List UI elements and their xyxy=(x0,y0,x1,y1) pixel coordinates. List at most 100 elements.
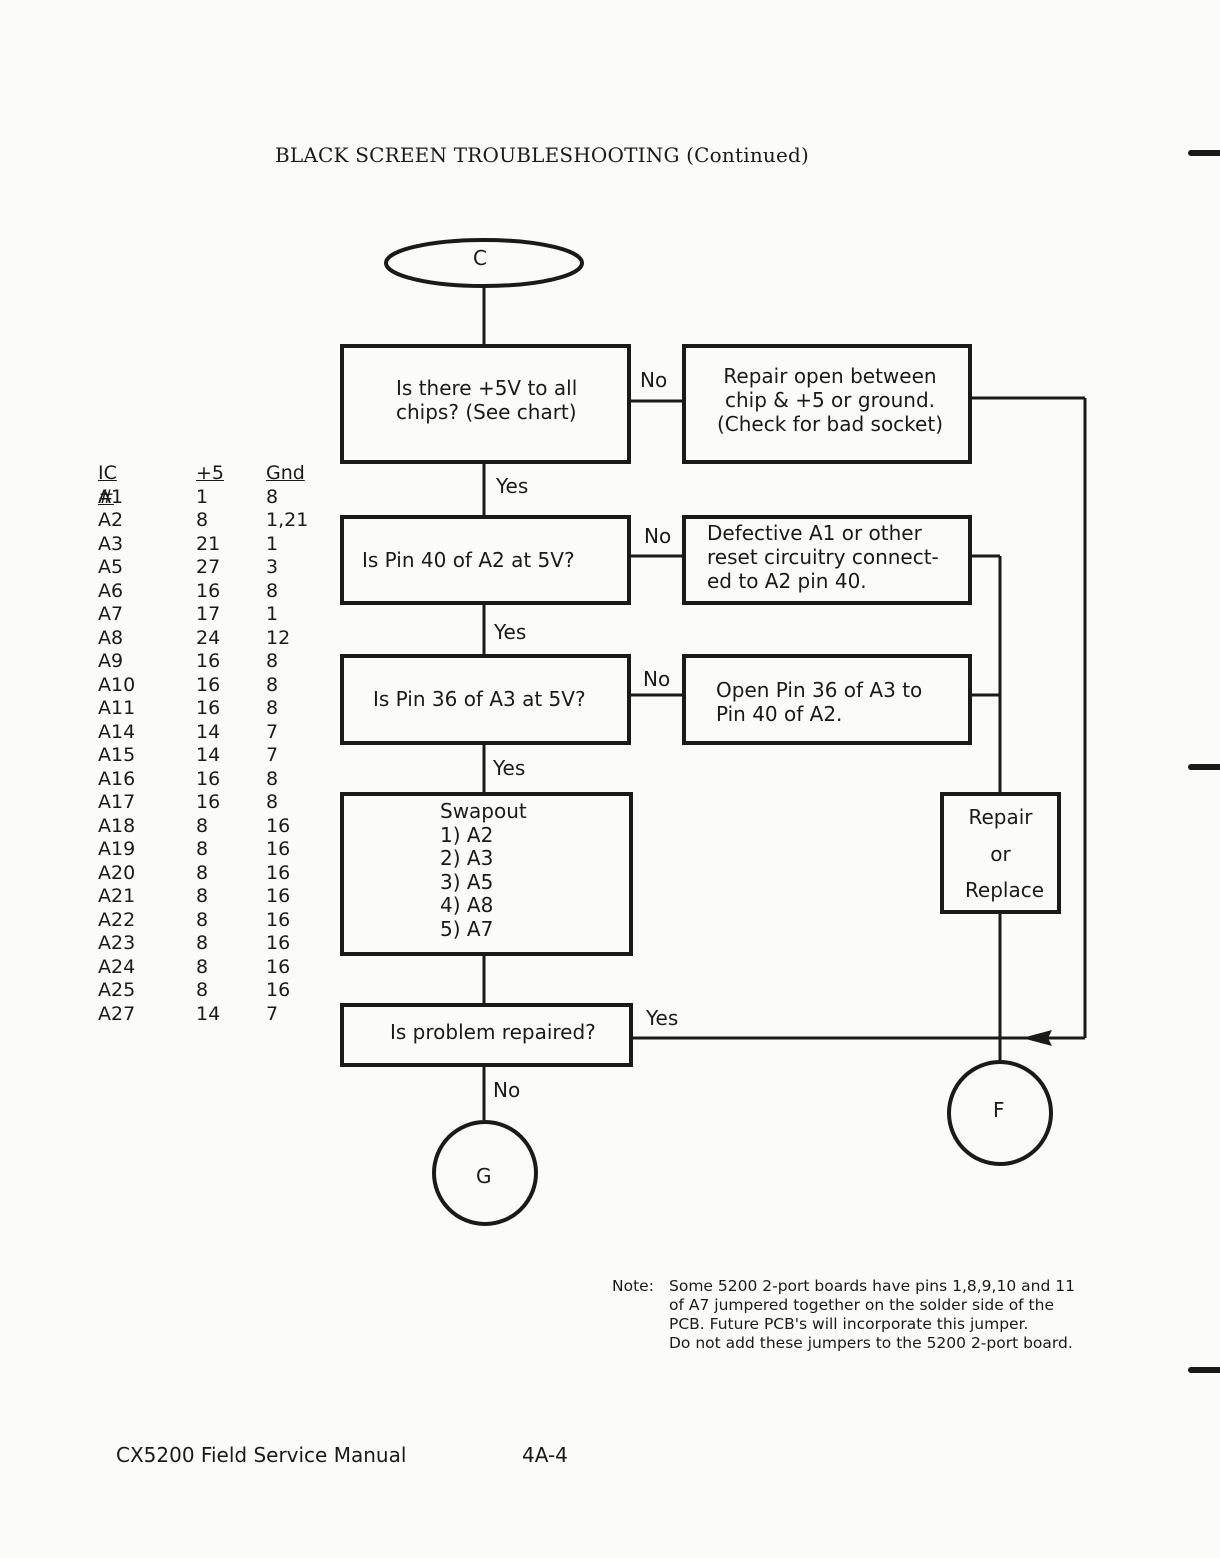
action-repair-open: Repair open between chip & +5 or ground.… xyxy=(682,344,972,464)
decision-q3-text: Is Pin 36 of A3 at 5V? xyxy=(373,687,586,711)
gnd-cell: 16 xyxy=(266,814,291,837)
plus5-cell: 16 xyxy=(196,767,221,790)
gnd-cell: 8 xyxy=(266,650,279,672)
gnd-cell: 7 xyxy=(266,1002,279,1025)
plus5-cell: 16 xyxy=(196,650,221,672)
repair-line: Repair xyxy=(968,805,1033,829)
plus5-cell: 8 xyxy=(196,861,209,884)
gnd-cell: 16 xyxy=(266,838,291,860)
plus5-cell: 8 xyxy=(196,509,209,531)
plus5-cell: 8 xyxy=(196,908,209,931)
gnd-cell: 8 xyxy=(266,767,279,790)
page-number: 4A-4 xyxy=(522,1443,568,1467)
gnd-cell: 3 xyxy=(266,556,279,578)
ic-cell: A7 xyxy=(98,603,124,625)
gnd-cell: 16 xyxy=(266,932,291,954)
arrowhead xyxy=(1022,1030,1052,1046)
plus5-cell: 24 xyxy=(196,626,221,649)
note-text: Some 5200 2-port boards have pins 1,8,9,… xyxy=(669,1277,1075,1352)
plus5-cell: 14 xyxy=(196,744,221,766)
action-defective-a1: Defective A1 or other reset circuitry co… xyxy=(682,515,972,605)
connector-f-label: F xyxy=(993,1098,1005,1122)
q3-no-label: No xyxy=(643,667,671,691)
decision-q2-text: Is Pin 40 of A2 at 5V? xyxy=(362,548,575,572)
gnd-column-header: Gnd xyxy=(266,462,305,484)
ic-cell: A3 xyxy=(98,532,124,555)
ic-cell: A17 xyxy=(98,791,136,813)
plus5-column-header: +5 xyxy=(196,462,225,484)
q3-yes-label: Yes xyxy=(493,756,526,780)
gnd-cell: 8 xyxy=(266,673,279,696)
gnd-cell: 12 xyxy=(266,626,291,649)
gnd-cell: 8 xyxy=(266,579,279,602)
page-title: BLACK SCREEN TROUBLESHOOTING (Continued) xyxy=(275,143,810,167)
gnd-cell: 1 xyxy=(266,532,279,555)
ic-cell: A8 xyxy=(98,626,124,649)
binder-tab-mark xyxy=(1188,150,1220,156)
gnd-cell: 1,21 xyxy=(266,509,309,531)
start-label: C xyxy=(473,246,487,270)
footer-manual-title: CX5200 Field Service Manual xyxy=(116,1443,407,1467)
decision-q1-text: Is there +5V to all chips? (See chart) xyxy=(396,376,578,424)
ic-cell: A21 xyxy=(98,885,136,907)
swapout-box: Swapout 1) A2 2) A3 3) A5 4) A8 5) A7 xyxy=(340,792,633,956)
gnd-cell: 16 xyxy=(266,979,291,1001)
ic-cell: A18 xyxy=(98,814,136,837)
ic-column-header: IC # xyxy=(98,462,117,508)
binder-tab-mark xyxy=(1188,1367,1220,1373)
decision-q4-text: Is problem repaired? xyxy=(390,1020,596,1044)
decision-q1: Is there +5V to all chips? (See chart) xyxy=(340,344,631,464)
ic-cell: A20 xyxy=(98,861,136,884)
repair-or-replace-box: Repair or Replace xyxy=(940,792,1061,914)
plus5-cell: 16 xyxy=(196,579,221,602)
gnd-cell: 16 xyxy=(266,885,291,907)
q2-yes-label: Yes xyxy=(494,620,527,644)
plus5-cell: 21 xyxy=(196,532,221,555)
action-open-pin36: Open Pin 36 of A3 to Pin 40 of A2. xyxy=(682,654,972,745)
action-open-pin36-text: Open Pin 36 of A3 to Pin 40 of A2. xyxy=(716,678,923,726)
q4-no-label: No xyxy=(493,1078,521,1102)
gnd-cell: 7 xyxy=(266,744,279,766)
connector-f xyxy=(947,1060,1053,1166)
gnd-cell: 16 xyxy=(266,908,291,931)
connector-g xyxy=(432,1120,538,1226)
q2-no-label: No xyxy=(644,524,672,548)
plus5-cell: 14 xyxy=(196,720,221,743)
action-defective-a1-text: Defective A1 or other reset circuitry co… xyxy=(707,521,939,593)
replace-line: Replace xyxy=(964,878,1045,902)
plus5-cell: 14 xyxy=(196,1002,221,1025)
ic-cell: A6 xyxy=(98,579,124,602)
ic-cell: A27 xyxy=(98,1002,136,1025)
ic-cell: A24 xyxy=(98,955,136,978)
ic-cell: A16 xyxy=(98,767,136,790)
ic-cell: A22 xyxy=(98,908,136,931)
binder-tab-mark xyxy=(1188,764,1220,770)
gnd-cell: 8 xyxy=(266,791,279,813)
gnd-cell: 1 xyxy=(266,603,279,625)
or-line: or xyxy=(990,842,1011,866)
ic-cell: A2 xyxy=(98,509,124,531)
gnd-cell: 8 xyxy=(266,485,279,508)
plus5-cell: 17 xyxy=(196,603,221,625)
gnd-cell: 16 xyxy=(266,955,291,978)
plus5-cell: 27 xyxy=(196,556,221,578)
action-repair-open-text: Repair open between chip & +5 or ground.… xyxy=(716,364,943,436)
plus5-cell: 8 xyxy=(196,955,209,978)
ic-cell: A14 xyxy=(98,720,136,743)
ic-cell: A9 xyxy=(98,650,124,672)
plus5-cell: 8 xyxy=(196,885,209,907)
plus5-cell: 8 xyxy=(196,932,209,954)
gnd-cell: 7 xyxy=(266,720,279,743)
gnd-cell: 16 xyxy=(266,861,291,884)
ic-cell: A10 xyxy=(98,673,136,696)
ic-cell: A11 xyxy=(98,697,136,719)
decision-q2: Is Pin 40 of A2 at 5V? xyxy=(340,515,631,605)
q1-no-label: No xyxy=(640,368,668,392)
ic-cell: A19 xyxy=(98,838,136,860)
ic-cell: A25 xyxy=(98,979,136,1001)
plus5-cell: 8 xyxy=(196,838,209,860)
decision-q4: Is problem repaired? xyxy=(340,1003,633,1067)
ic-cell: A1 xyxy=(98,485,124,508)
plus5-cell: 1 xyxy=(196,485,209,508)
ic-cell: A15 xyxy=(98,744,136,766)
